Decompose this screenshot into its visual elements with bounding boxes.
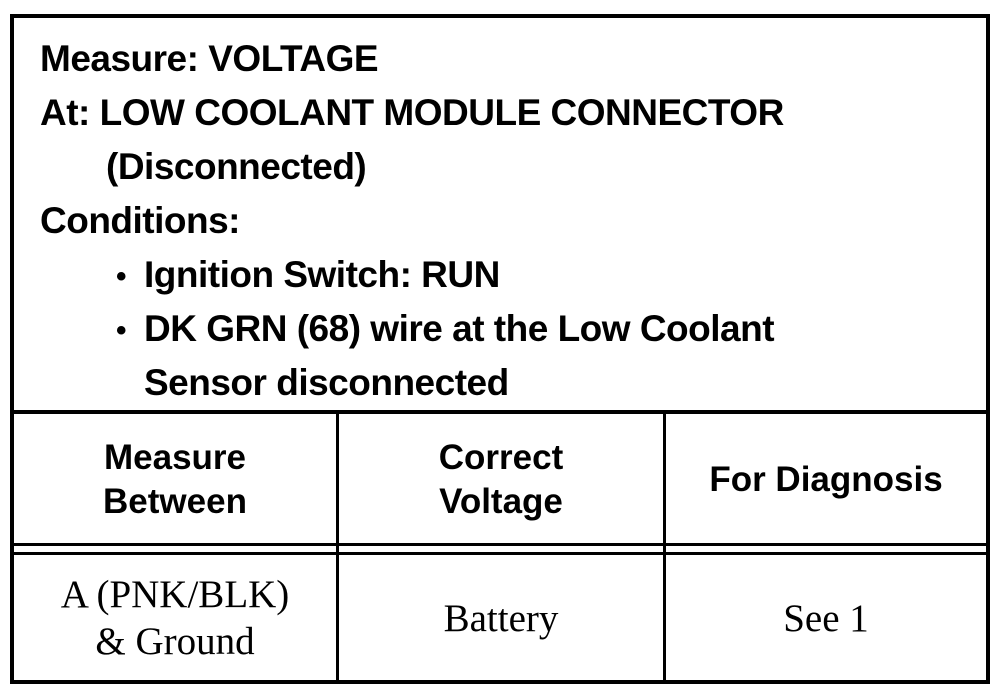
measurement-card: Measure: VOLTAGE At: LOW COOLANT MODULE … bbox=[10, 14, 990, 684]
table-header-row bbox=[14, 414, 986, 546]
header-double-rule bbox=[14, 552, 986, 555]
condition-item: Ignition Switch: RUN bbox=[144, 254, 500, 295]
table-cell-correct-voltage: Battery bbox=[339, 556, 663, 682]
bullet-icon: • bbox=[116, 314, 127, 347]
header-text: Measure bbox=[103, 438, 247, 478]
column-header-correct-voltage: Correct Voltage bbox=[339, 414, 663, 546]
condition-item-continued: Sensor disconnected bbox=[144, 362, 509, 403]
header-text: For Diagnosis bbox=[709, 460, 943, 500]
location-detail: (Disconnected) bbox=[106, 146, 367, 187]
location-line: At: LOW COOLANT MODULE CONNECTOR bbox=[40, 92, 784, 133]
header-text: Between bbox=[103, 482, 247, 521]
measurement-table: Measure Between Correct Voltage For Diag… bbox=[14, 414, 986, 684]
cell-text: See 1 bbox=[783, 596, 869, 640]
cell-text: A (PNK/BLK) bbox=[60, 573, 290, 617]
measure-line: Measure: VOLTAGE bbox=[40, 38, 379, 79]
column-header-for-diagnosis: For Diagnosis bbox=[666, 414, 986, 546]
column-header-measure-between: Measure Between bbox=[14, 414, 336, 546]
measurement-conditions: Measure: VOLTAGE At: LOW COOLANT MODULE … bbox=[14, 18, 986, 414]
bullet-icon: • bbox=[116, 260, 127, 293]
table-cell-measure-between: A (PNK/BLK) & Ground bbox=[14, 556, 336, 682]
column-divider bbox=[336, 414, 339, 684]
cell-text: Battery bbox=[443, 596, 559, 640]
table-cell-for-diagnosis: See 1 bbox=[666, 556, 986, 682]
conditions-label: Conditions: bbox=[40, 200, 241, 241]
cell-text: & Ground bbox=[95, 620, 255, 663]
header-text: Correct bbox=[438, 438, 564, 478]
column-divider bbox=[663, 414, 666, 684]
condition-item: DK GRN (68) wire at the Low Coolant bbox=[144, 308, 775, 349]
header-text: Voltage bbox=[439, 482, 563, 521]
